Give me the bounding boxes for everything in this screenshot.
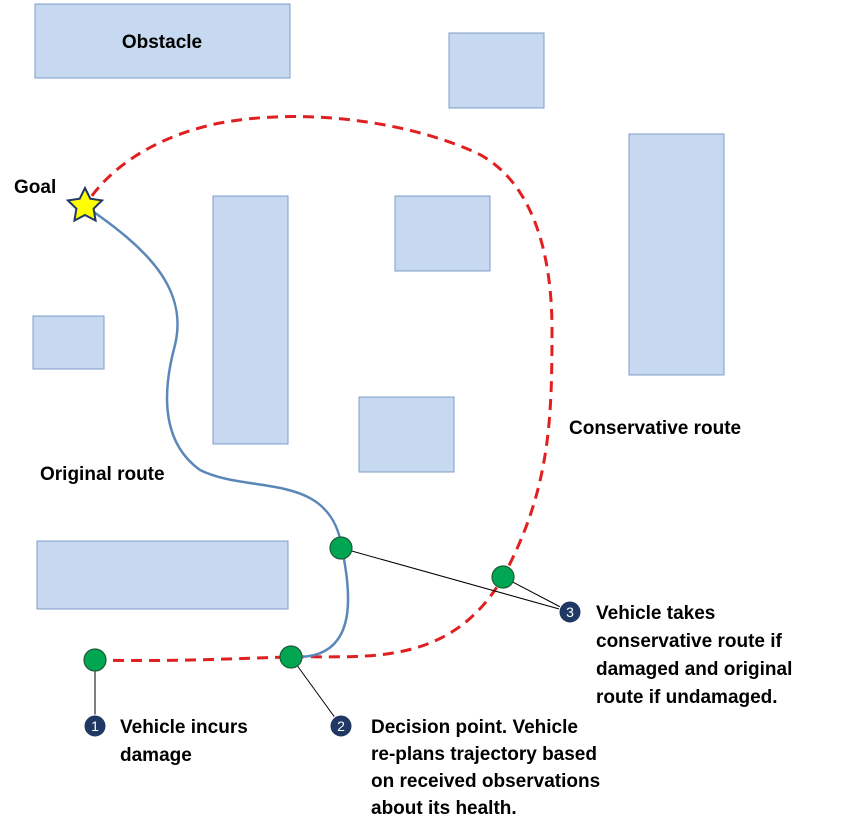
goal-star-icon [65,185,105,223]
obstacle-center-lower [358,396,455,473]
step-2-description: Decision point. Vehicle re-plans traject… [371,717,605,819]
step-1-line: damage [120,745,192,766]
step-number-3: 3 [566,604,574,620]
step-badge-2: 2 [329,714,353,738]
waypoint-conservative-branch [491,565,515,589]
obstacles [32,3,725,610]
step-number-1: 1 [91,718,99,734]
waypoint-decision [279,645,303,669]
obstacle-top-right [448,32,545,109]
obstacle-center-upper [394,195,491,272]
step-1-line: Vehicle incurs [120,717,248,738]
step-2-line: on received observations [371,771,600,792]
step-3-line: route if undamaged. [596,687,778,708]
conservative-route-path [83,115,554,663]
obstacle-tall-center [212,195,289,445]
waypoint-original-branch [329,536,353,560]
step-3-description: Vehicle takes conservative route if dama… [596,603,798,708]
obstacle-left-small [32,315,105,370]
connector-step-2 [290,656,342,727]
goal-label: Goal [14,177,56,198]
step-2-line: about its health. [371,798,517,819]
step-badge-3: 3 [558,600,582,624]
waypoint-damage [83,648,107,672]
step-2-line: Decision point. Vehicle [371,717,578,738]
step-2-line: re-plans trajectory based [371,744,597,765]
step-badge-1: 1 [83,714,107,738]
connector-step-3-conservative [502,576,571,613]
step-3-line: conservative route if [596,631,783,652]
step-3-line: Vehicle takes [596,603,715,624]
connector-step-3-original [340,547,571,613]
obstacle-tall-right [628,133,725,376]
original-route-label: Original route [40,464,165,485]
conservative-route-label: Conservative route [569,418,741,439]
step-3-line: damaged and original [596,659,792,680]
step-1-description: Vehicle incurs damage [120,717,253,766]
obstacle-top-left [34,3,291,79]
waypoints [83,536,515,672]
obstacle-bottom-left [36,540,289,610]
step-number-2: 2 [337,718,345,734]
original-route-path [84,204,350,659]
obstacle-label: Obstacle [122,32,202,53]
